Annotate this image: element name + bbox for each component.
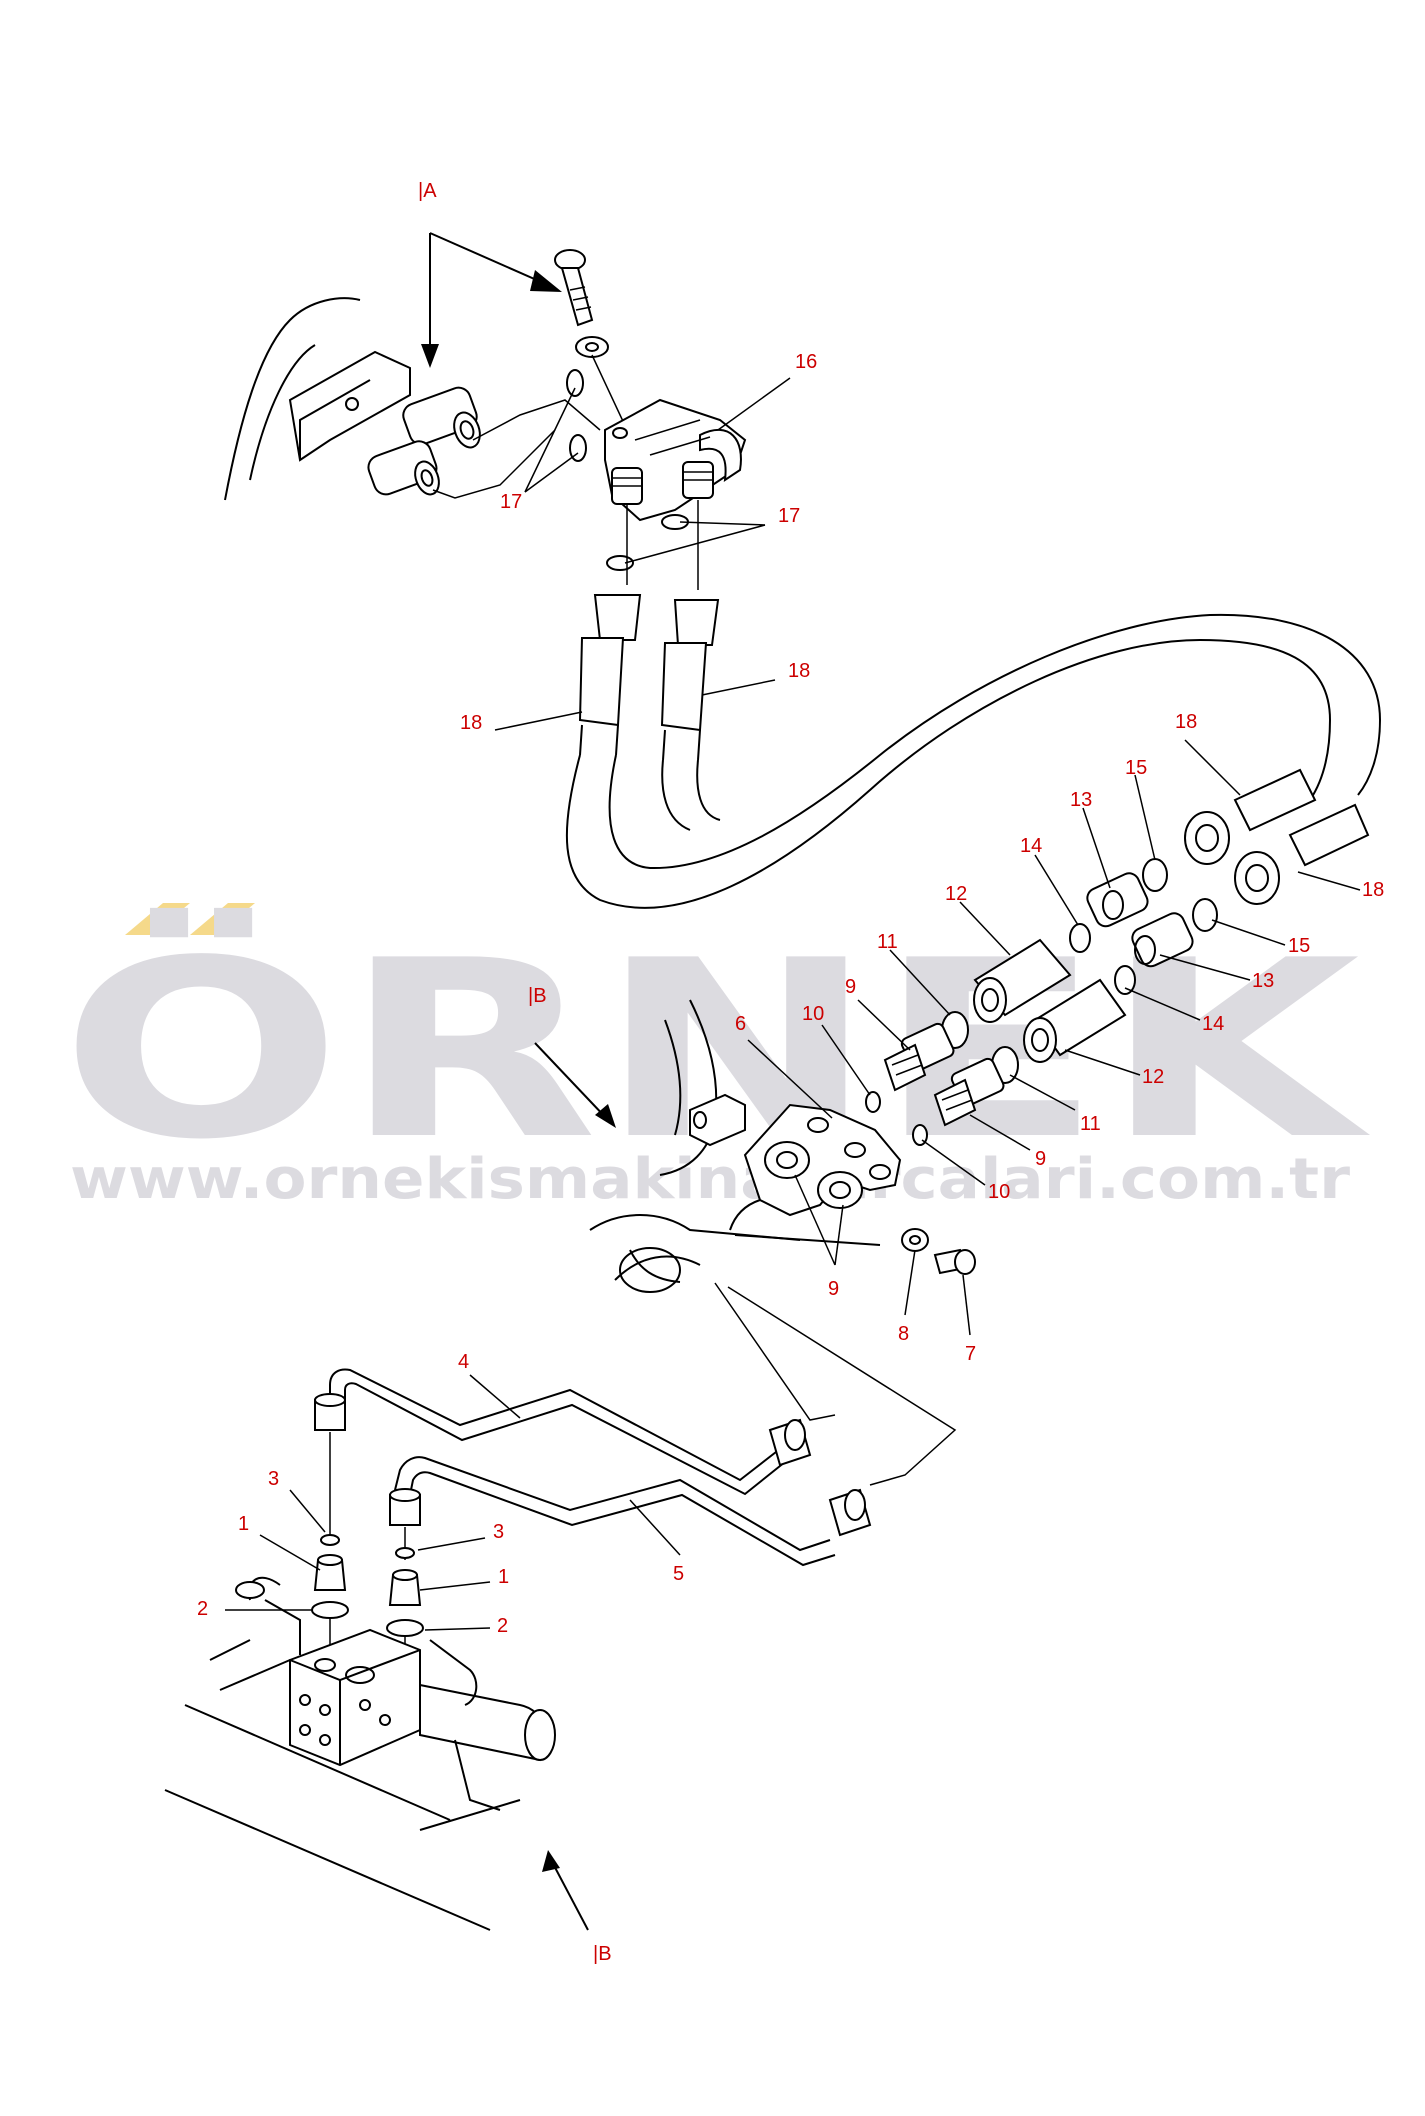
label-view-a: |A (418, 180, 437, 202)
valve-fitting-lower (367, 440, 440, 496)
label-10-lower: 10 (988, 1181, 1010, 1203)
label-17-left: 17 (500, 491, 522, 513)
view-arrows (421, 232, 616, 1931)
o-ring-14-upper (1069, 923, 1091, 953)
bolt (554, 249, 594, 327)
adapter-13-upper (1086, 872, 1149, 928)
label-7: 7 (965, 1343, 976, 1365)
label-14-upper: 14 (1020, 835, 1042, 857)
nut-9-a (764, 1141, 810, 1179)
label-8: 8 (898, 1323, 909, 1345)
o-ring-17-d (606, 555, 634, 571)
leader-lines (225, 377, 1361, 1631)
label-view-b-bottom: |B (593, 1943, 612, 1965)
watermark-accent-left (125, 903, 190, 935)
label-10-upper: 10 (802, 1003, 824, 1025)
part-labels: |A |B |B 16 17 17 18 18 18 18 15 15 13 1… (197, 180, 1384, 1965)
connector-12-lower (1023, 978, 1127, 1063)
o-ring-15-lower (1192, 898, 1218, 932)
adapter-1-left (313, 1554, 347, 1591)
label-3-right: 3 (493, 1521, 504, 1543)
o-ring-17-b (569, 434, 587, 462)
label-16: 16 (795, 351, 817, 373)
watermark-url: www.ornekismakinaparcalari.com.tr (70, 1147, 1350, 1212)
label-14-lower: 14 (1202, 1013, 1224, 1035)
tube-5-nut-left (389, 1488, 421, 1526)
label-4: 4 (458, 1351, 469, 1373)
washer (575, 336, 609, 358)
elbow-9-upper (883, 1022, 955, 1092)
hose-end-18-lower-right (1234, 803, 1370, 905)
seal-3-right (395, 1547, 415, 1559)
seal-3-left (320, 1534, 340, 1546)
connector-12-upper (973, 938, 1072, 1023)
label-9-nuts: 9 (828, 1278, 839, 1300)
o-ring-14-lower (1114, 965, 1136, 995)
label-18-far-upper: 18 (1175, 711, 1197, 733)
label-12-lower: 12 (1142, 1066, 1164, 1088)
bolt-7 (933, 1248, 976, 1275)
tube-5 (394, 1456, 831, 1552)
valve-fitting-upper (402, 386, 481, 449)
top-assembly (224, 249, 1382, 909)
label-view-b-mid: |B (528, 985, 547, 1007)
label-2-right: 2 (497, 1615, 508, 1637)
tube-5-nut-right (828, 1488, 872, 1537)
manifold-block (604, 398, 747, 522)
label-1-left: 1 (238, 1513, 249, 1535)
tube-assembly (164, 1368, 872, 1931)
label-11-upper: 11 (877, 931, 898, 953)
label-18-far-lower: 18 (1362, 879, 1384, 901)
label-17-right: 17 (778, 505, 800, 527)
label-15-upper: 15 (1125, 757, 1147, 779)
o-ring-10-lower (912, 1124, 928, 1146)
o-ring-17-a (566, 369, 584, 397)
label-6: 6 (735, 1013, 746, 1035)
label-1-right: 1 (498, 1566, 509, 1588)
tube-4-nut-right (768, 1418, 812, 1467)
hose-outer (565, 638, 1332, 909)
hose-end-18-upper-right (1184, 768, 1317, 865)
hose-end-18-right (660, 599, 720, 761)
washer-8 (901, 1228, 929, 1252)
label-9-upper: 9 (845, 976, 856, 998)
tube-4 (329, 1368, 786, 1482)
hose-inner (608, 613, 1382, 870)
watermark-accent-right (190, 903, 255, 935)
adapter-13-lower (1131, 912, 1194, 968)
label-5: 5 (673, 1563, 684, 1585)
o-ring-2-left (311, 1601, 349, 1619)
tube-4-nut-left (314, 1393, 346, 1431)
hose-end-18-left (578, 594, 642, 756)
label-11-lower: 11 (1080, 1113, 1101, 1135)
elbow-9-lower (933, 1057, 1005, 1127)
label-9-lower: 9 (1035, 1148, 1046, 1170)
label-13-upper: 13 (1070, 789, 1092, 811)
valve-block (289, 1628, 421, 1767)
label-12-upper: 12 (945, 883, 967, 905)
adapter-1-right (388, 1569, 422, 1606)
o-ring-2-right (386, 1619, 424, 1637)
label-18-top-left: 18 (460, 712, 482, 734)
label-3-left: 3 (268, 1468, 279, 1490)
label-15-lower: 15 (1288, 935, 1310, 957)
adapter-chain (589, 858, 1218, 1486)
label-13-lower: 13 (1252, 970, 1274, 992)
label-18-top-right: 18 (788, 660, 810, 682)
o-ring-10-upper (865, 1091, 881, 1113)
mounting-block (689, 1093, 746, 1147)
o-ring-15-upper (1142, 858, 1168, 892)
nut-9-b (817, 1171, 863, 1209)
label-2-left: 2 (197, 1598, 208, 1620)
